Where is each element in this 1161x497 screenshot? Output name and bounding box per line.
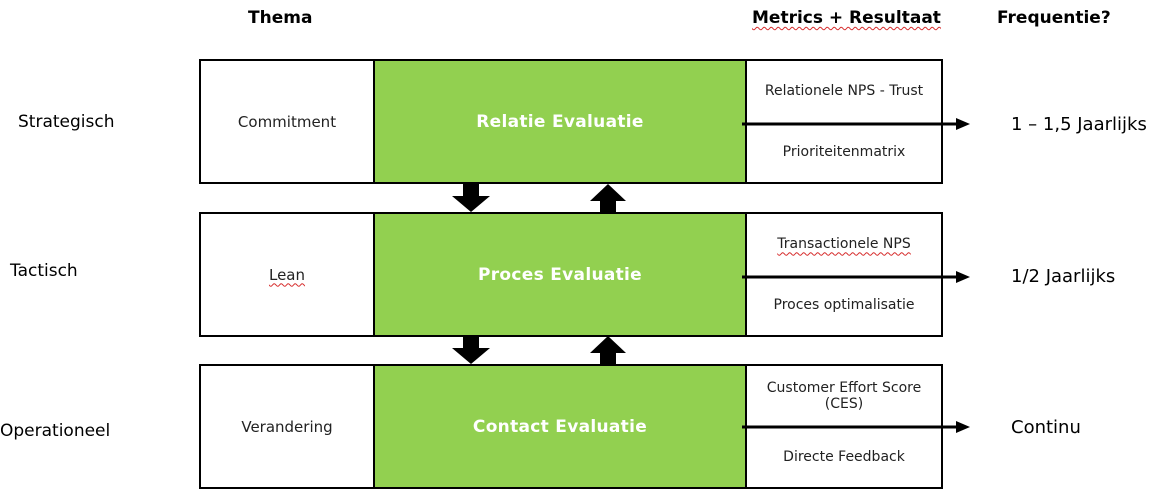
metric-item: Relationele NPS - Trust (764, 83, 924, 100)
frequency-strategisch: 1 – 1,5 Jaarlijks (1011, 114, 1147, 135)
center-cell-contact-evaluatie: Contact Evaluatie (375, 366, 747, 487)
header-thema: Thema (248, 8, 313, 28)
metric-item: Prioriteitenmatrix (782, 143, 906, 160)
row-tactisch: Lean Proces Evaluatie Transactionele NPS… (199, 212, 943, 337)
arrow-up-icon (590, 184, 626, 212)
row-operationeel: Verandering Contact Evaluatie Customer E… (199, 364, 943, 489)
theme-label: Lean (268, 265, 306, 284)
metric-label: Transactionele NPS (777, 236, 911, 253)
metrics-cell: Transactionele NPS Proces optimalisatie (747, 214, 941, 335)
level-label-strategisch: Strategisch (18, 112, 115, 132)
metrics-cell: Customer Effort Score (CES) Directe Feed… (747, 366, 941, 487)
level-label-operationeel: Operationeel (0, 421, 111, 441)
metric-item: Proces optimalisatie (773, 296, 915, 313)
frequency-operationeel: Continu (1011, 417, 1081, 438)
row-strategisch: Commitment Relatie Evaluatie Relationele… (199, 59, 943, 184)
center-cell-proces-evaluatie: Proces Evaluatie (375, 214, 747, 335)
arrow-down-icon (452, 337, 490, 364)
header-metrics: Metrics + Resultaat (752, 8, 941, 28)
metric-item: Customer Effort Score (CES) (766, 380, 922, 413)
metric-item: Transactionele NPS (747, 214, 941, 275)
arrow-down-icon (452, 184, 490, 212)
arrow-up-icon (590, 336, 626, 364)
theme-cell: Verandering (201, 366, 375, 487)
center-cell-relatie-evaluatie: Relatie Evaluatie (375, 61, 747, 182)
theme-cell: Commitment (201, 61, 375, 182)
level-label-tactisch: Tactisch (10, 261, 78, 281)
frequency-tactisch: 1/2 Jaarlijks (1011, 266, 1116, 287)
theme-cell: Lean (201, 214, 375, 335)
metric-item: Directe Feedback (783, 448, 905, 465)
metrics-cell: Relationele NPS - Trust Prioriteitenmatr… (747, 61, 941, 182)
header-frequentie: Frequentie? (997, 8, 1111, 28)
